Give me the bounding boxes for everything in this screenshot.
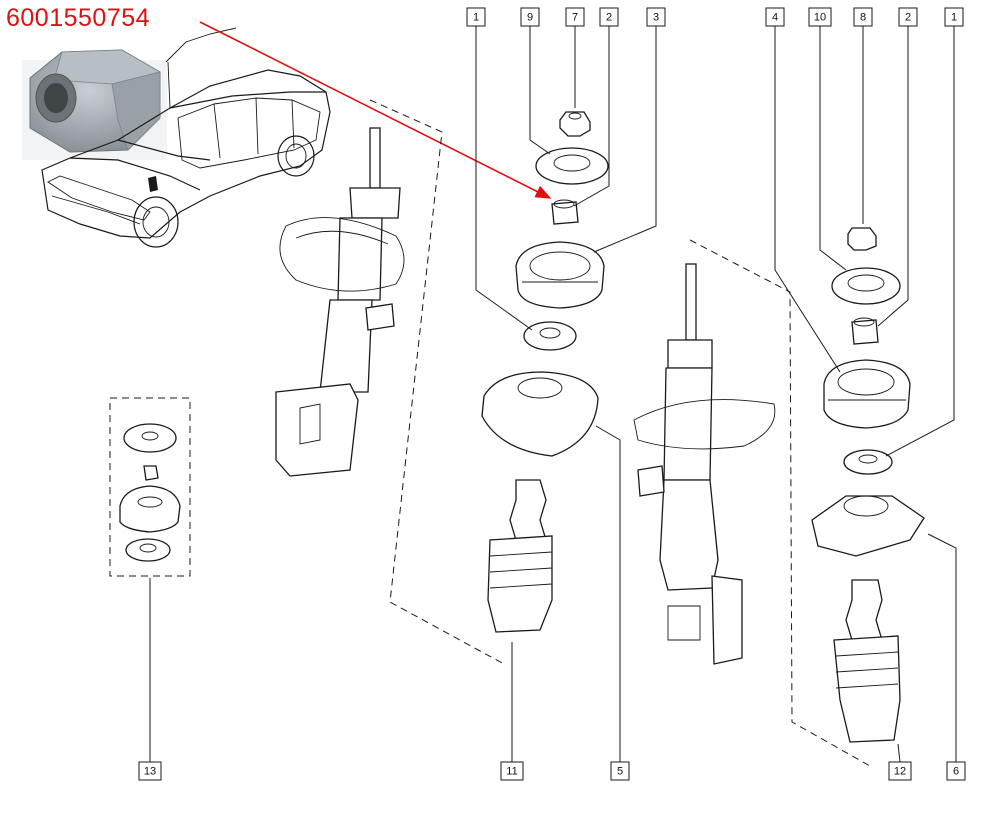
- callout-13-label: 13: [144, 765, 156, 777]
- middle-stack: [481, 111, 609, 633]
- callout-2-right: 2: [898, 7, 918, 27]
- callout-5-label: 5: [617, 765, 623, 777]
- callout-10-label: 10: [814, 11, 826, 23]
- leader-lines: [149, 26, 957, 763]
- callout-6-label: 6: [953, 765, 959, 777]
- nut-photo: [22, 49, 167, 160]
- callout-4-label: 4: [772, 11, 778, 23]
- part-pointer-arrow: [199, 21, 552, 199]
- callout-1-top: 1: [466, 7, 486, 27]
- callout-2-label: 2: [606, 11, 612, 23]
- callout-2-right-label: 2: [905, 11, 911, 23]
- car-illustration: [41, 27, 331, 248]
- left-strut-guide: [369, 99, 505, 665]
- callout-8: 8: [853, 7, 873, 27]
- callout-1-label: 1: [473, 11, 479, 23]
- right-stack: [811, 227, 925, 743]
- part-number-label: 6001550754: [6, 4, 151, 32]
- kit-13: [109, 397, 191, 577]
- callout-6: 6: [946, 761, 966, 781]
- callout-10: 10: [808, 7, 832, 27]
- callout-4: 4: [765, 7, 785, 27]
- callout-3: 3: [646, 7, 666, 27]
- callout-11: 11: [500, 761, 524, 781]
- callout-12-label: 12: [894, 765, 906, 777]
- callout-13: 13: [138, 761, 162, 781]
- callout-1-right-label: 1: [951, 11, 957, 23]
- callout-3-label: 3: [653, 11, 659, 23]
- left-strut-assembly: [275, 127, 405, 477]
- callout-2-middle: 2: [599, 7, 619, 27]
- callout-9: 9: [520, 7, 540, 27]
- callout-5: 5: [610, 761, 630, 781]
- callout-7: 7: [565, 7, 585, 27]
- middle-strut-guide: [689, 239, 871, 767]
- callout-11-label: 11: [506, 765, 517, 777]
- callout-12: 12: [888, 761, 912, 781]
- callout-8-label: 8: [860, 11, 866, 23]
- callout-1-right: 1: [944, 7, 964, 27]
- callout-7-label: 7: [572, 11, 578, 23]
- middle-strut-assembly: [633, 263, 776, 665]
- callout-9-label: 9: [527, 11, 533, 23]
